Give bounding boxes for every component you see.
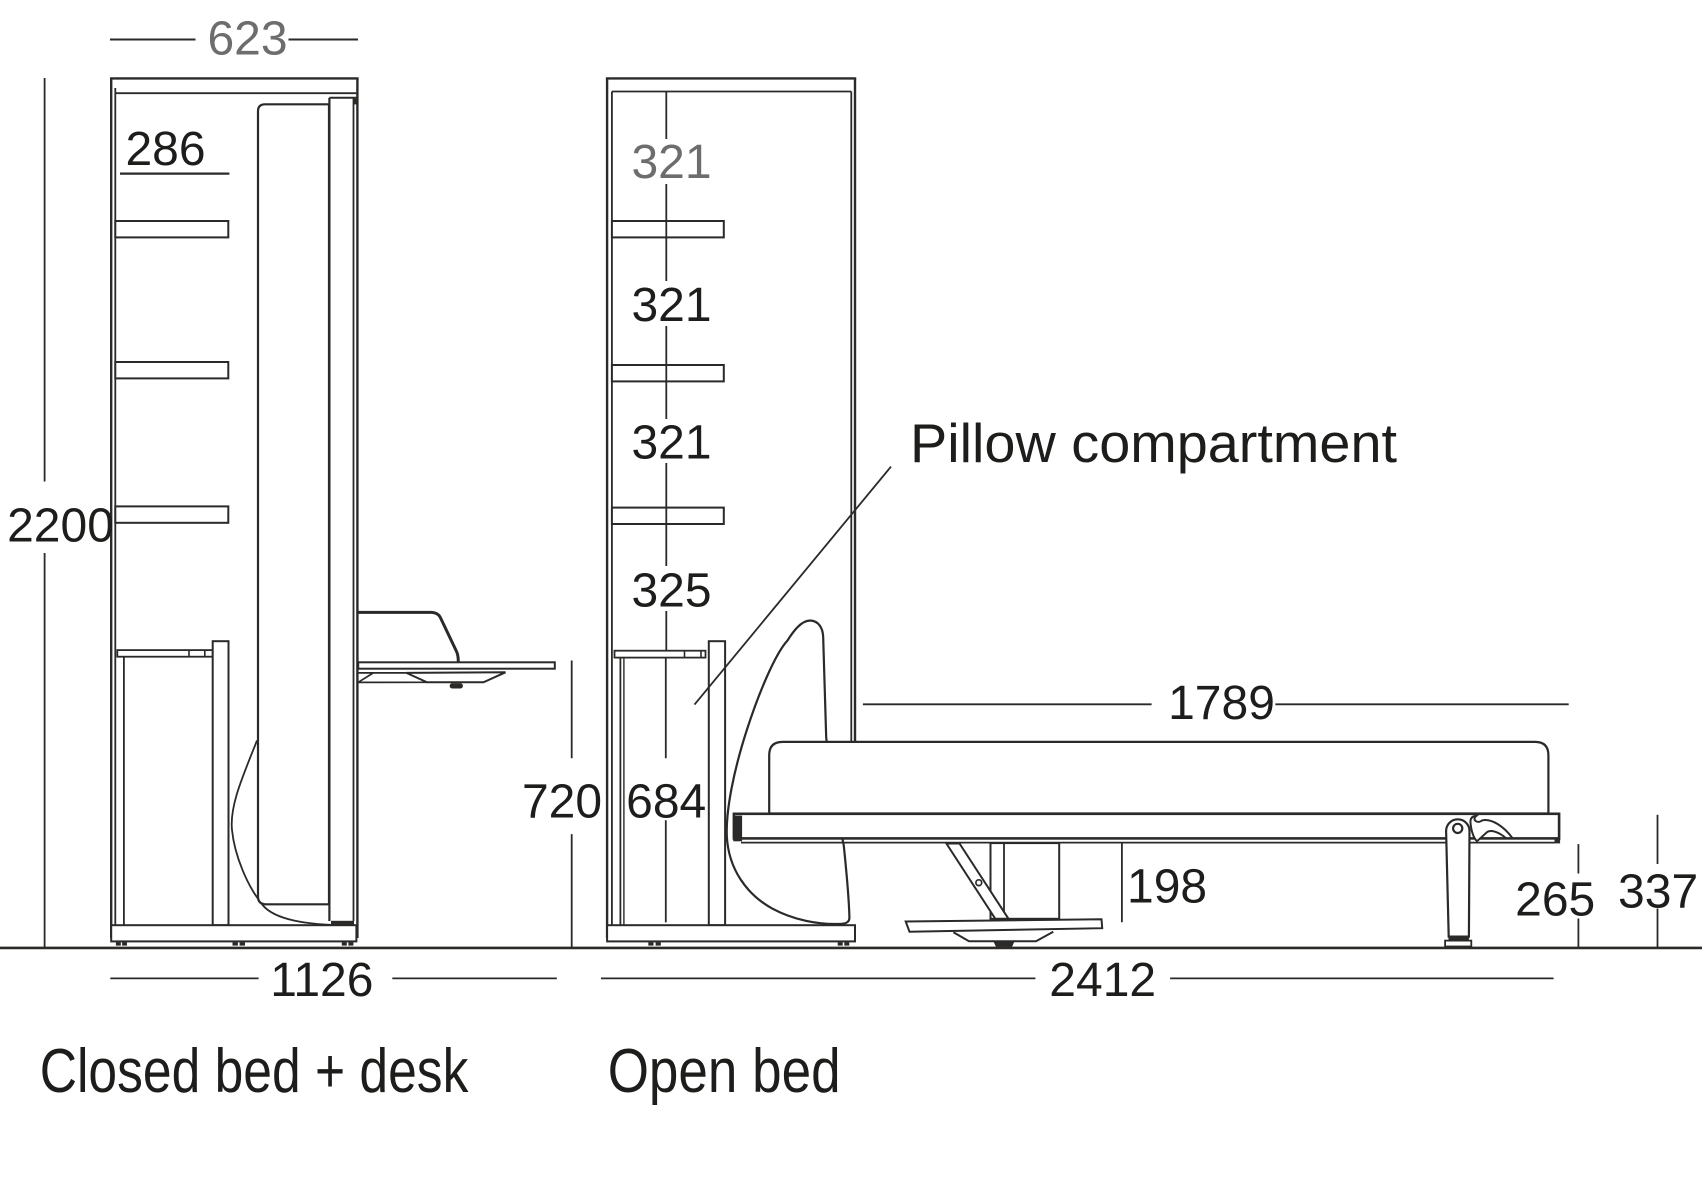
- svg-text:325: 325: [631, 564, 711, 617]
- svg-text:684: 684: [626, 776, 706, 829]
- svg-text:1126: 1126: [270, 954, 373, 1007]
- svg-text:Pillow compartment: Pillow compartment: [910, 412, 1397, 474]
- svg-text:720: 720: [522, 776, 602, 829]
- svg-text:286: 286: [125, 123, 205, 176]
- svg-text:321: 321: [631, 416, 711, 469]
- svg-text:2412: 2412: [1049, 954, 1156, 1007]
- svg-text:Open bed: Open bed: [608, 1037, 841, 1106]
- svg-text:2200: 2200: [7, 500, 114, 553]
- svg-text:321: 321: [631, 279, 711, 332]
- svg-text:337: 337: [1618, 866, 1698, 919]
- svg-text:198: 198: [1127, 861, 1207, 914]
- svg-text:1789: 1789: [1168, 677, 1275, 730]
- svg-text:623: 623: [207, 12, 287, 65]
- svg-text:265: 265: [1515, 874, 1595, 927]
- svg-text:321: 321: [631, 136, 711, 189]
- svg-text:Closed bed + desk: Closed bed + desk: [40, 1037, 470, 1106]
